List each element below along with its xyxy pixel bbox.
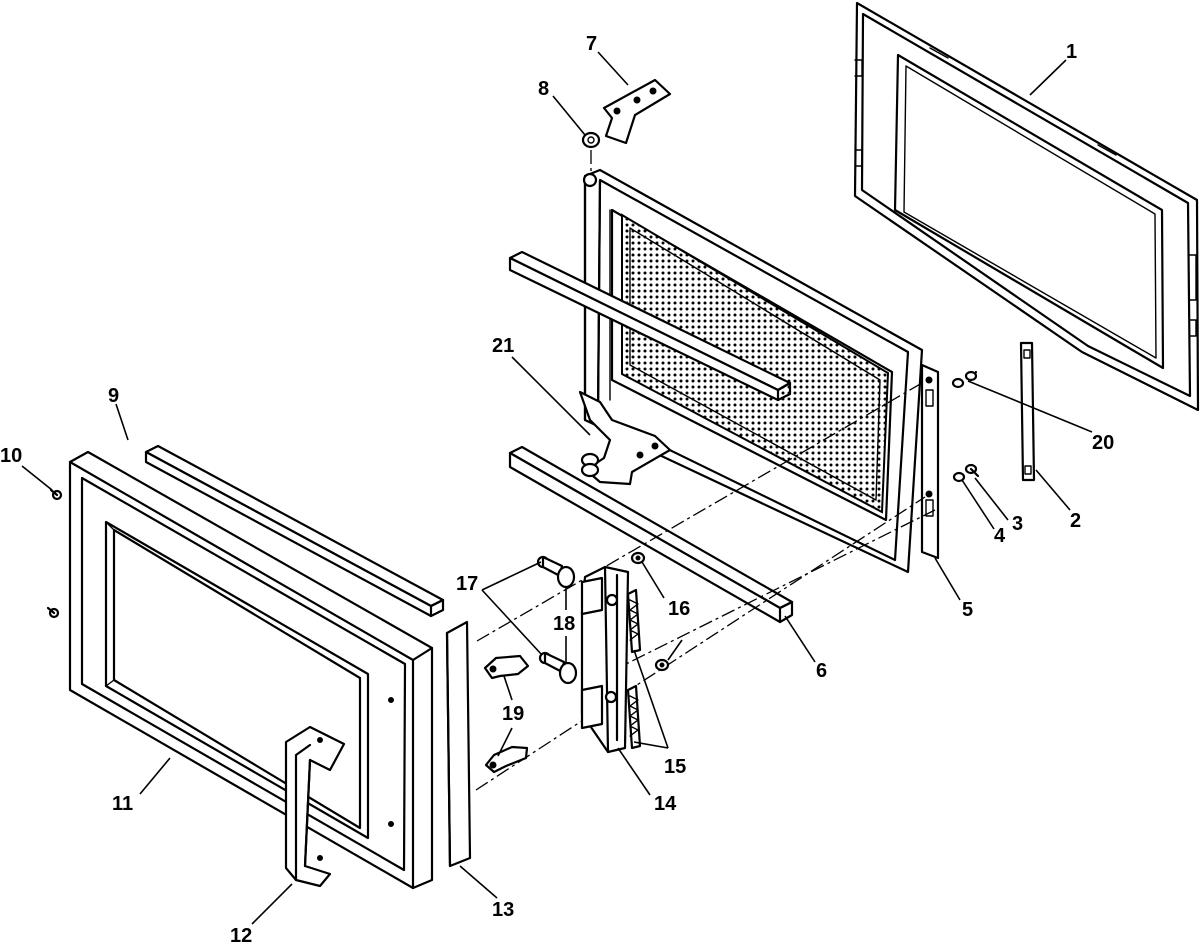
callout-19: 19 bbox=[502, 703, 524, 725]
callout-3: 3 bbox=[1012, 513, 1023, 535]
upper-hinge bbox=[602, 78, 672, 145]
callouts: 1 7 8 9 10 21 20 3 4 2 5 6 11 12 13 14 1… bbox=[0, 33, 1114, 944]
callout-15: 15 bbox=[664, 756, 686, 778]
screw-3 bbox=[964, 463, 980, 478]
spring-lower bbox=[626, 684, 642, 750]
callout-16: 16 bbox=[668, 598, 690, 620]
latch-bracket bbox=[580, 565, 630, 754]
choke-cover-panel bbox=[853, 1, 1200, 412]
screw-10 bbox=[49, 488, 63, 501]
callout-6: 6 bbox=[816, 660, 827, 682]
side-seal-strip bbox=[445, 620, 472, 868]
callout-13: 13 bbox=[492, 899, 514, 921]
callout-11: 11 bbox=[112, 793, 133, 815]
upper-spacer bbox=[581, 131, 601, 149]
lower-hinge bbox=[578, 390, 672, 486]
callout-4: 4 bbox=[994, 525, 1006, 547]
callout-17: 17 bbox=[456, 573, 478, 595]
top-choke-strip bbox=[144, 444, 445, 618]
latch-plate bbox=[1019, 341, 1036, 482]
callout-9: 9 bbox=[108, 385, 119, 407]
callout-14: 14 bbox=[654, 793, 677, 815]
roller-lower bbox=[558, 661, 578, 685]
lower-seal-bar bbox=[508, 445, 794, 624]
callout-2: 2 bbox=[1070, 510, 1081, 532]
door-handle bbox=[284, 725, 346, 888]
leader-lines bbox=[21, 51, 1093, 925]
roller-upper bbox=[556, 565, 576, 589]
upper-seal-bar bbox=[508, 250, 792, 402]
screw-16-upper bbox=[630, 551, 646, 565]
callout-10: 10 bbox=[0, 445, 22, 467]
screw-10b bbox=[46, 606, 60, 619]
screw-16-lower bbox=[654, 658, 670, 672]
latch-hook-lower bbox=[484, 745, 529, 774]
callout-5: 5 bbox=[962, 599, 973, 621]
callout-21: 21 bbox=[492, 335, 514, 357]
screw-20 bbox=[951, 370, 978, 389]
callout-20: 20 bbox=[1092, 432, 1114, 454]
spring-upper bbox=[626, 588, 642, 654]
washer-4 bbox=[952, 471, 966, 483]
callout-12: 12 bbox=[230, 925, 252, 944]
latch-hook-upper bbox=[483, 654, 530, 680]
callout-1: 1 bbox=[1066, 41, 1077, 63]
callout-7: 7 bbox=[586, 33, 597, 55]
callout-18: 18 bbox=[553, 613, 575, 635]
callout-8: 8 bbox=[538, 78, 549, 100]
